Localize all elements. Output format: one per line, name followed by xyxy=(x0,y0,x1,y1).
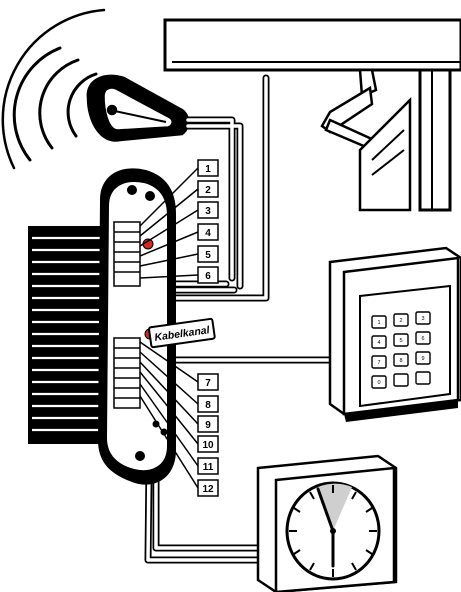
terminal-label: 5 xyxy=(205,250,211,261)
key-label: 2 xyxy=(399,318,402,324)
terminal-label: 9 xyxy=(205,420,211,431)
terminal-block-upper xyxy=(114,222,140,286)
key-label: 8 xyxy=(399,358,402,364)
terminal-label: 12 xyxy=(202,484,214,495)
key-label: 0 xyxy=(377,380,380,386)
terminal-label: 3 xyxy=(205,206,211,217)
terminal-label: 2 xyxy=(205,185,211,196)
door-opener-horn xyxy=(88,76,188,140)
key-label: 5 xyxy=(399,338,402,344)
terminal-label: 6 xyxy=(205,271,211,282)
key-label: 6 xyxy=(421,336,424,342)
code-keypad: 1 2 3 4 5 6 7 8 9 0 xyxy=(330,248,461,422)
key-label: 7 xyxy=(377,360,380,366)
time-switch-clock xyxy=(258,456,396,592)
key-label: 1 xyxy=(377,320,380,326)
terminal-label: 10 xyxy=(202,440,214,451)
key-label: 3 xyxy=(421,316,424,322)
terminal-label: 8 xyxy=(205,400,211,411)
terminal-label: 7 xyxy=(205,378,211,389)
terminal-block-lower xyxy=(114,338,140,408)
terminal-label: 1 xyxy=(205,164,211,175)
terminal-label: 4 xyxy=(205,228,211,239)
door-closer-arm xyxy=(322,70,410,210)
key-label: 9 xyxy=(421,356,424,362)
terminal-label: 11 xyxy=(203,462,214,473)
key-label: 4 xyxy=(377,340,380,346)
heat-sink xyxy=(28,226,106,444)
